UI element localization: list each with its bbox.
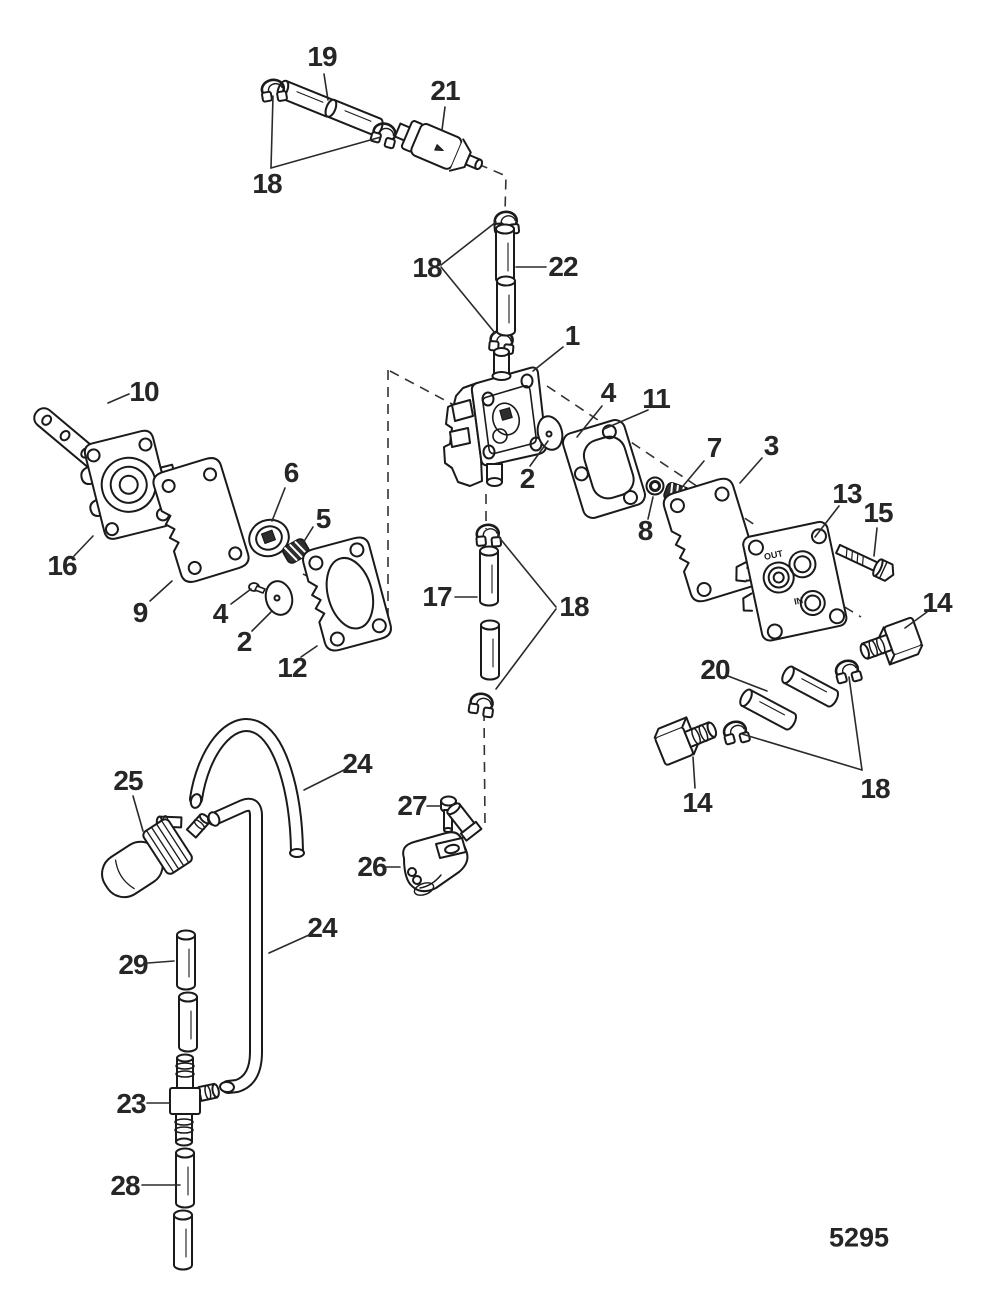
callout-4b: 4	[212, 598, 229, 629]
part-6-check-valve	[248, 518, 290, 558]
part-25-fuel-filter	[101, 813, 211, 899]
part-13-out-marking: OUT	[763, 548, 784, 562]
callout-12: 12	[277, 652, 307, 683]
part-21-inline-fuel-filter	[393, 120, 484, 172]
part-29-fuel-hose	[176, 929, 198, 1053]
part-16-pump-cover	[80, 429, 177, 540]
callout-14b: 14	[682, 787, 712, 818]
callout-23: 23	[116, 1088, 146, 1119]
part-26-fuel-connector	[402, 802, 483, 896]
part-28-fuel-hose	[173, 1147, 195, 1271]
part-17-fuel-hose	[479, 545, 500, 681]
callout-25: 25	[113, 765, 143, 796]
callout-19: 19	[307, 41, 337, 72]
part-19-fuel-line	[274, 78, 386, 139]
callout-9: 9	[132, 597, 149, 628]
callout-22: 22	[548, 251, 578, 282]
callout-1: 1	[564, 320, 581, 351]
part-23-tee-fitting	[169, 1053, 220, 1147]
callout-20: 20	[700, 654, 730, 685]
part-11-gasket	[562, 419, 646, 519]
part-2-disc	[264, 580, 294, 616]
callout-16: 16	[47, 550, 77, 581]
part-14-elbow-fitting	[855, 616, 926, 674]
callout-3: 3	[763, 430, 780, 461]
callout-7: 7	[706, 432, 723, 463]
callout-14a: 14	[922, 587, 952, 618]
leader-lines	[73, 73, 928, 1186]
callout-18a: 18	[252, 168, 282, 199]
callout-10: 10	[129, 376, 159, 407]
callout-5: 5	[315, 503, 332, 534]
callout-2b: 2	[236, 626, 253, 657]
part-1-fuel-pump-body	[443, 347, 548, 487]
callout-2a: 2	[519, 463, 536, 494]
part-9-diaphragm	[152, 457, 250, 583]
part-22-fuel-hose	[495, 223, 516, 337]
callout-27: 27	[397, 790, 427, 821]
callout-24b: 24	[307, 912, 337, 943]
part-2-disc	[536, 415, 564, 451]
callout-24a: 24	[342, 748, 372, 779]
callout-18b: 18	[412, 252, 442, 283]
part-13-in-marking: IN	[793, 595, 804, 607]
part-13-pump-cover: OUT IN	[735, 520, 848, 642]
part-24-fuel-hose	[189, 718, 305, 858]
callout-18c: 18	[559, 591, 589, 622]
callout-8: 8	[637, 515, 654, 546]
callout-4a: 4	[600, 377, 617, 408]
part-14-elbow-fitting	[651, 707, 723, 767]
callout-15: 15	[863, 497, 893, 528]
callout-6: 6	[283, 457, 300, 488]
part-24-fuel-hose	[207, 797, 263, 1094]
callout-18d: 18	[860, 773, 890, 804]
callout-13: 13	[832, 478, 862, 509]
callout-17: 17	[422, 581, 452, 612]
callout-26: 26	[357, 851, 387, 882]
callout-21: 21	[430, 75, 460, 106]
part-15-bolt	[835, 543, 895, 582]
part-8-washer	[645, 476, 665, 496]
callout-11: 11	[642, 383, 671, 414]
callout-28: 28	[110, 1170, 140, 1201]
part-4-screw	[248, 436, 583, 594]
figure-number: 5295	[828, 1222, 890, 1253]
callout-29: 29	[118, 949, 148, 980]
part-20-fuel-hose	[736, 663, 842, 733]
part-12-gasket	[302, 536, 392, 652]
